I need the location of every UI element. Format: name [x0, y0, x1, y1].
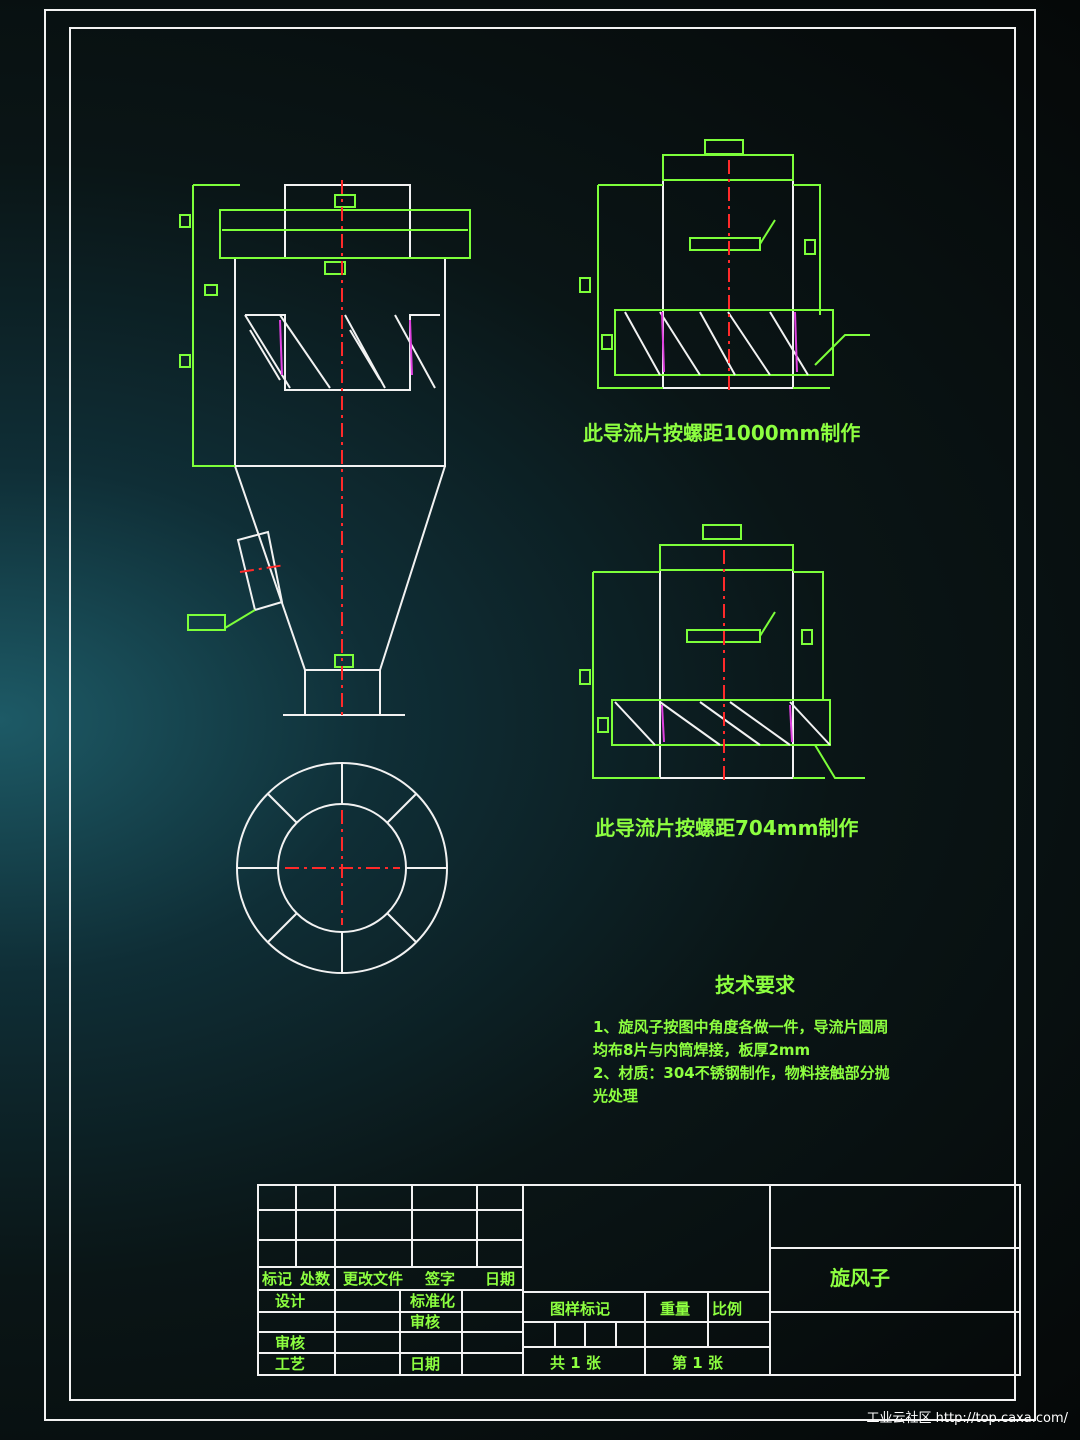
rev-header: 更改文件: [343, 1270, 403, 1288]
tech-line: 1、旋风子按图中角度各做一件，导流片圆周: [593, 1018, 888, 1036]
outer-border: [44, 9, 1036, 1421]
tech-line: 2、材质：304不锈钢制作，物料接触部分抛: [593, 1064, 890, 1082]
role-label: 工艺: [275, 1355, 305, 1373]
role-label: 审核: [410, 1313, 440, 1331]
caption-pitch-704: 此导流片按螺距704mm制作: [595, 816, 858, 840]
rev-header: 日期: [485, 1270, 515, 1288]
guide-vane-view-1000: 此导流片按螺距1000mm制作: [579, 139, 870, 445]
cyclone-plan-view: [236, 762, 448, 974]
guide-vane-view-704: 此导流片按螺距704mm制作: [579, 524, 865, 840]
role-label: 设计: [275, 1292, 305, 1310]
rev-header: 签字: [424, 1270, 455, 1288]
role-label: 审核: [275, 1334, 305, 1352]
cyclone-elevation: [179, 180, 471, 720]
sheet-number: 第 1 张: [672, 1354, 724, 1372]
weight-header: 重量: [660, 1300, 690, 1318]
inner-border: [69, 27, 1016, 1401]
watermark: 工业云社区 http://top.caxa.com/: [866, 1411, 1068, 1426]
tech-heading: 技术要求: [715, 973, 796, 997]
rev-header: 处数: [299, 1270, 331, 1288]
tech-line: 均布8片与内筒焊接，板厚2mm: [593, 1041, 810, 1059]
tech-line: 光处理: [592, 1087, 638, 1105]
drawing-mark-header: 图样标记: [550, 1300, 610, 1318]
sheet-total: 共 1 张: [550, 1354, 602, 1372]
technical-requirements: 技术要求 1、旋风子按图中角度各做一件，导流片圆周 均布8片与内筒焊接，板厚2m…: [592, 973, 890, 1105]
role-label: 标准化: [409, 1292, 455, 1310]
part-name: 旋风子: [829, 1266, 890, 1290]
title-block: 标记 处数 更改文件 签字 日期 设计 标准化 审核 审核 工艺 日期 图样标记…: [257, 1184, 1021, 1376]
caption-pitch-1000: 此导流片按螺距1000mm制作: [583, 421, 860, 445]
rev-header: 标记: [261, 1270, 292, 1288]
scale-header: 比例: [712, 1300, 742, 1318]
role-label: 日期: [410, 1355, 440, 1373]
